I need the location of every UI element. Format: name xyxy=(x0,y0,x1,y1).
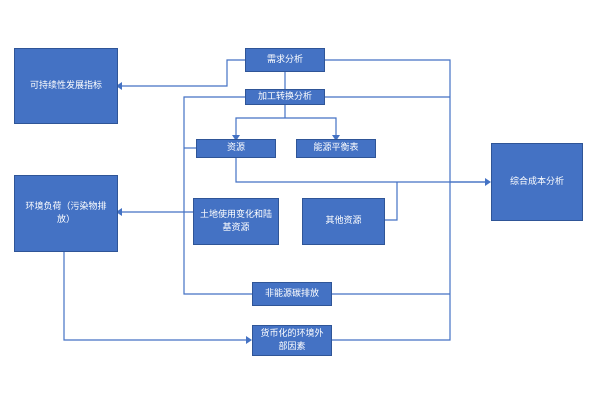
node-cost-analysis: 综合成本分析 xyxy=(491,143,583,221)
node-resources: 资源 xyxy=(196,139,276,158)
node-externalities: 货币化的环境外部因素 xyxy=(252,325,332,356)
node-sustainability: 可持续性发展指标 xyxy=(14,48,118,124)
node-non-energy-carbon-label: 非能源碳排放 xyxy=(264,288,319,299)
connector-processing-branch xyxy=(235,105,337,137)
connector-other-resources xyxy=(385,182,398,221)
connector-left-trunk xyxy=(183,96,252,295)
connector-demand-sustainability xyxy=(120,59,245,87)
node-processing: 加工转换分析 xyxy=(245,89,325,105)
node-processing-label: 加工转换分析 xyxy=(257,91,312,102)
node-other-resources: 其他资源 xyxy=(302,198,385,245)
node-land-use: 土地使用变化和陆基资源 xyxy=(193,198,279,245)
node-cost-analysis-label: 综合成本分析 xyxy=(509,176,564,187)
node-land-use-label: 土地使用变化和陆基资源 xyxy=(199,209,272,233)
node-non-energy-carbon: 非能源碳排放 xyxy=(252,282,332,306)
node-env-load: 环境负荷（污染物排放） xyxy=(14,175,118,252)
node-resources-label: 资源 xyxy=(226,143,245,153)
connector-envload-externalities xyxy=(63,252,248,341)
node-externalities-label: 货币化的环境外部因素 xyxy=(260,328,324,352)
connector-demand-cost xyxy=(325,59,487,183)
node-energy-balance-label: 能源平衡表 xyxy=(313,143,359,153)
node-sustainability-label: 可持续性发展指标 xyxy=(29,80,102,91)
node-env-load-label: 环境负荷（污染物排放） xyxy=(25,201,107,225)
node-energy-balance: 能源平衡表 xyxy=(296,139,376,158)
node-other-resources-label: 其他资源 xyxy=(325,216,362,226)
node-demand: 需求分析 xyxy=(245,48,325,72)
node-demand-label: 需求分析 xyxy=(266,54,303,65)
connector-resources-cost xyxy=(235,158,487,183)
